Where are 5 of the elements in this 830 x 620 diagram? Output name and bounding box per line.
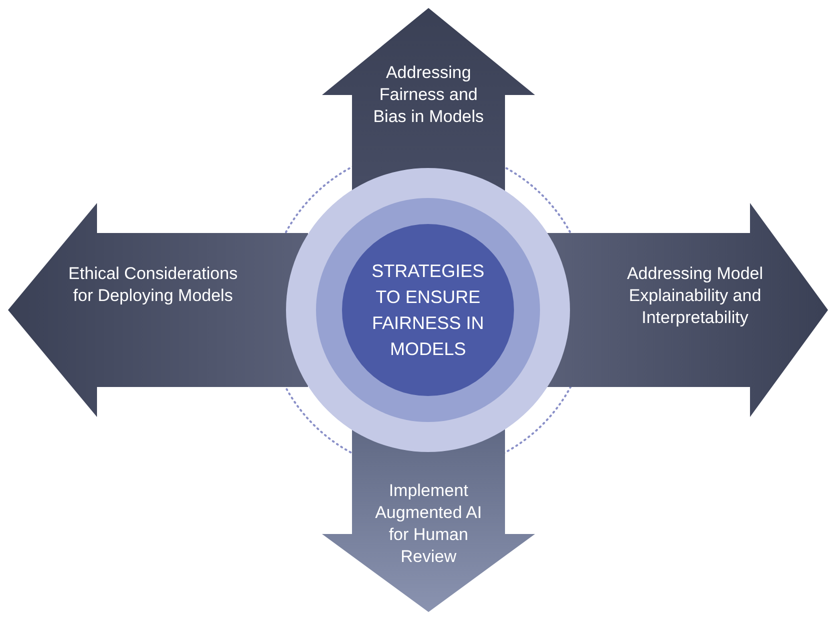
- center-title: STRATEGIES TO ENSURE FAIRNESS IN MODELS: [370, 260, 486, 361]
- arrow-text: Addressing Model Explainability and Interpretability: [626, 263, 764, 329]
- arrow-text: Addressing Fairness and Bias in Models: [372, 62, 485, 128]
- arrow-text: Implement Augmented AI for Human Review: [374, 480, 483, 568]
- arrow-text: Ethical Considerations for Deploying Models: [67, 263, 239, 307]
